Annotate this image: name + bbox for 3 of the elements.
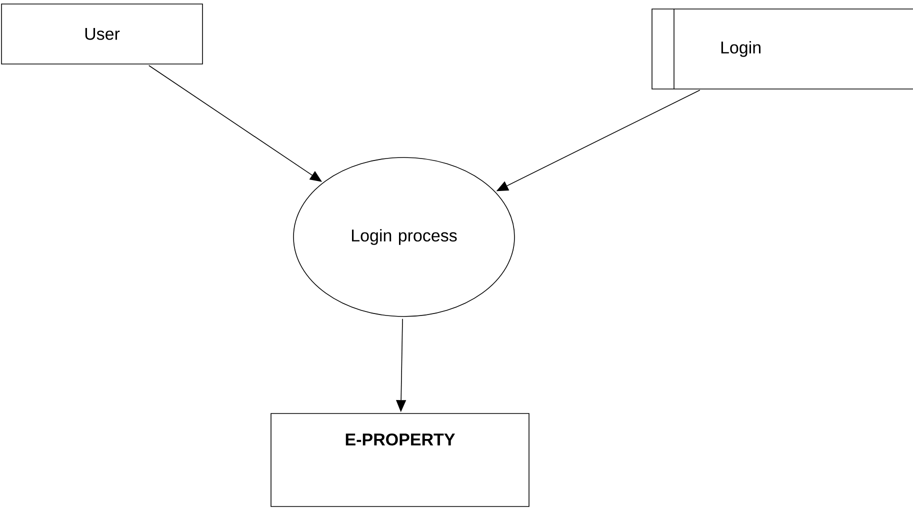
external-entity-box: E-PROPERTY <box>270 413 530 507</box>
data-store: Login <box>652 8 913 90</box>
external-entity-box: User <box>1 4 203 64</box>
